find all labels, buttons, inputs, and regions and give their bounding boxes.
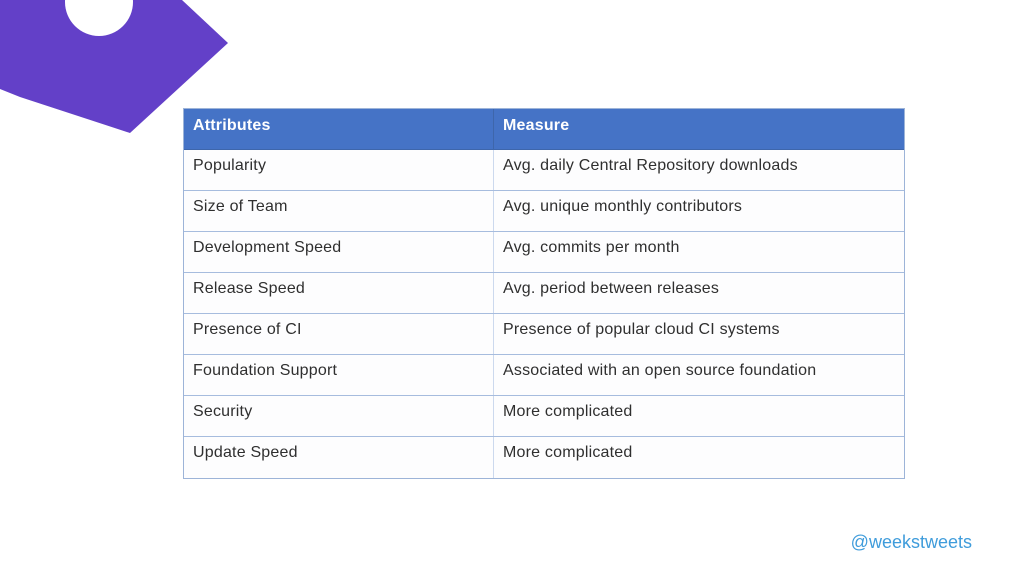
measure-cell: Presence of popular cloud CI systems	[503, 321, 780, 338]
column-header-attributes: Attributes	[184, 109, 494, 149]
attribute-cell: Popularity	[184, 150, 494, 190]
logo-polygon	[0, 0, 228, 133]
attribute-cell: Size of Team	[184, 191, 494, 231]
table-row: Development Speed Avg. commits per month	[184, 232, 904, 273]
column-header-measure: Measure	[503, 117, 570, 134]
attribute-cell: Release Speed	[184, 273, 494, 313]
table-row: Foundation Support Associated with an ope…	[184, 355, 904, 396]
measure-cell: More complicated	[503, 444, 633, 461]
attribute-cell: Foundation Support	[184, 355, 494, 395]
twitter-handle: @weekstweets	[850, 532, 972, 552]
measure-cell: Associated with an open source foundatio…	[503, 362, 817, 379]
attribute-cell: Presence of CI	[184, 314, 494, 354]
table-header-row: Attributes Measure	[184, 109, 904, 150]
table-row: Presence of CI Presence of popular cloud …	[184, 314, 904, 355]
attribute-cell: Update Speed	[184, 437, 494, 478]
attribute-cell: Development Speed	[184, 232, 494, 272]
table-row: Security More complicated	[184, 396, 904, 437]
attribute-cell: Security	[184, 396, 494, 436]
attributes-measure-table: Attributes Measure Popularity Avg. daily …	[183, 108, 905, 479]
table-row: Release Speed Avg. period between release…	[184, 273, 904, 314]
measure-cell: Avg. commits per month	[503, 239, 680, 256]
measure-cell: Avg. period between releases	[503, 280, 720, 297]
table-row: Size of Team Avg. unique monthly contribu…	[184, 191, 904, 232]
table-row: Popularity Avg. daily Central Repository …	[184, 150, 904, 191]
measure-cell: More complicated	[503, 403, 633, 420]
measure-cell: Avg. daily Central Repository downloads	[503, 157, 798, 174]
table-row: Update Speed More complicated	[184, 437, 904, 478]
table-body: Popularity Avg. daily Central Repository …	[184, 150, 904, 478]
measure-cell: Avg. unique monthly contributors	[503, 198, 743, 215]
logo-hole	[65, 0, 133, 36]
logo-shape-icon	[0, 0, 228, 133]
